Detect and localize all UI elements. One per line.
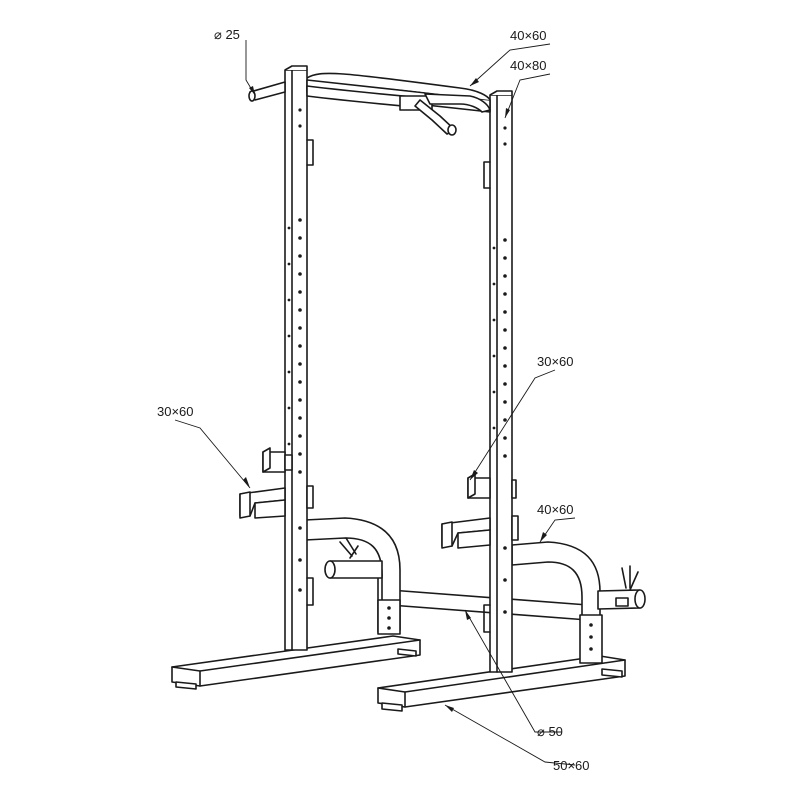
label-safety-arm-right: 30×60 [537, 354, 574, 369]
right-j-hook [467, 473, 517, 499]
dimension-labels: ⌀ 25 40×60 40×80 30×60 30×60 40×60 ⌀ 50 … [157, 27, 590, 773]
left-weight-horn [324, 537, 383, 579]
label-rear-support: 40×60 [537, 502, 574, 517]
left-upright [284, 65, 314, 651]
label-upright: 40×80 [510, 58, 547, 73]
right-base-foot [377, 655, 626, 712]
pullup-bar [248, 81, 491, 136]
leader-lines [174, 40, 576, 766]
label-safety-arm-left: 30×60 [157, 404, 194, 419]
right-rear-support [511, 541, 603, 664]
label-base-crossbar-diameter: ⌀ 50 [537, 724, 563, 739]
left-rear-support [304, 517, 401, 635]
left-base-foot [171, 635, 421, 690]
right-safety-arm [441, 515, 519, 549]
label-pullup-bar-diameter: ⌀ 25 [214, 27, 240, 42]
left-j-hook [262, 447, 293, 473]
right-upright [483, 90, 513, 673]
right-weight-horn [597, 565, 646, 610]
left-safety-arm [239, 485, 314, 519]
label-top-crossbar: 40×60 [510, 28, 547, 43]
label-base-foot: 50×60 [553, 758, 590, 773]
